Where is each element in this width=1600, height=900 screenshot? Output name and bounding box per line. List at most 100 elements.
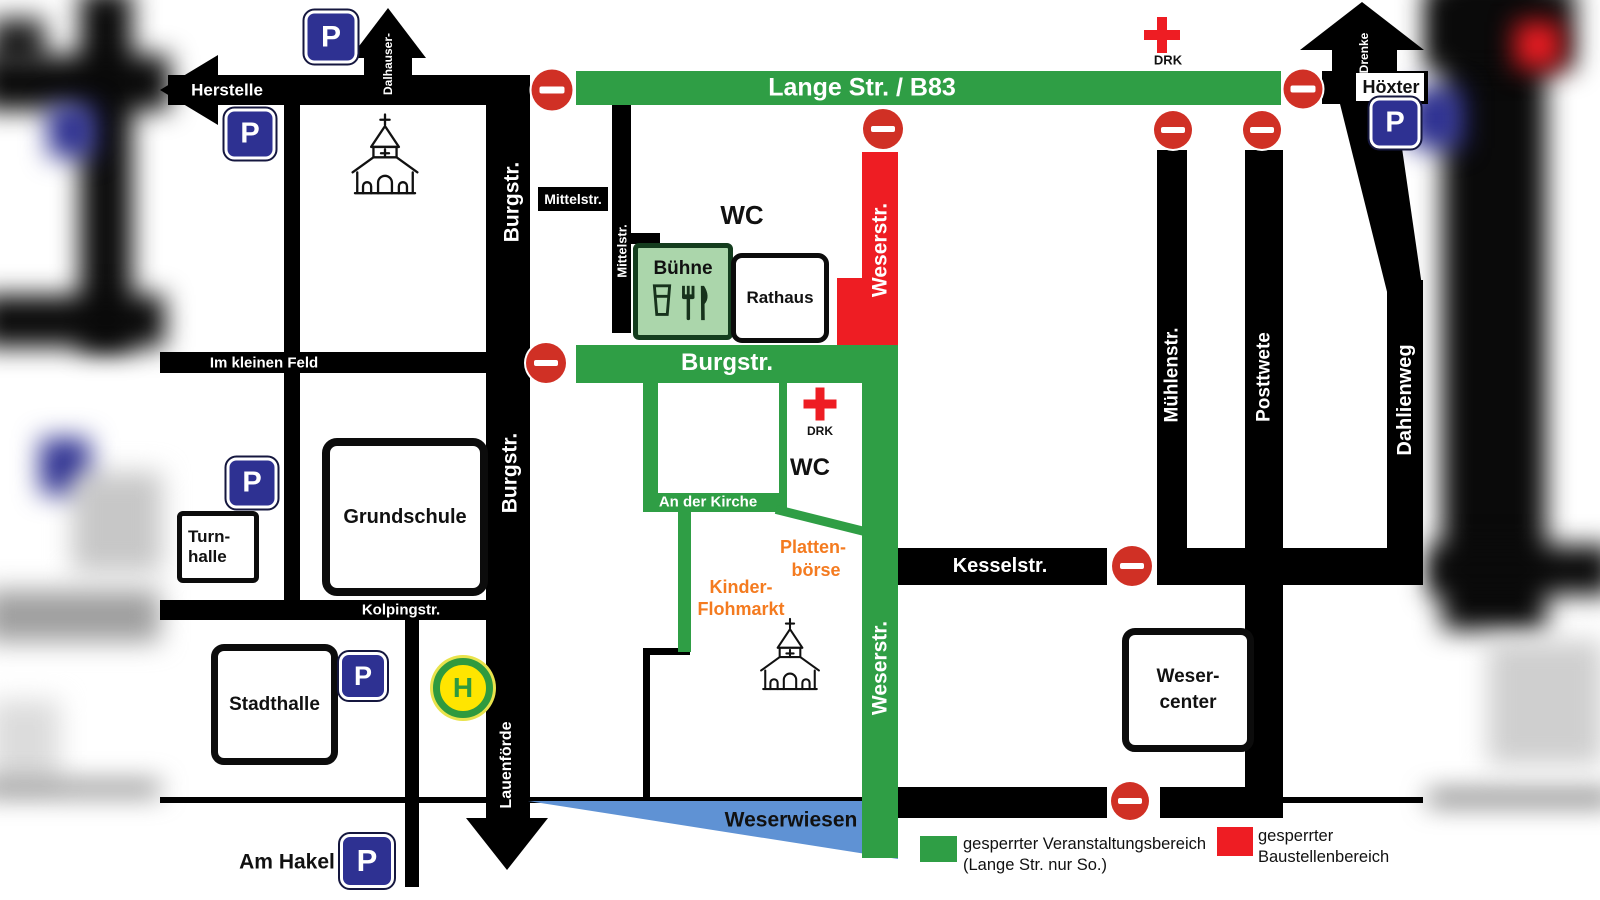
parking-letter: P — [1385, 106, 1405, 139]
an-der-kirche-label: An der Kirche — [658, 493, 758, 511]
road-burgstr — [486, 75, 530, 825]
path-outline-h — [644, 648, 690, 655]
dalhauser-arrow-icon — [350, 8, 426, 58]
lange-str-label: Lange Str. / B83 — [768, 73, 956, 102]
no-entry-icon — [1243, 111, 1281, 149]
road-bottom-line — [160, 797, 898, 803]
rathaus-box: Rathaus — [731, 253, 829, 343]
am-hakel-label: Am Hakel — [239, 850, 335, 874]
road-bottom-east1 — [898, 787, 1107, 818]
dahlienweg-label: Dahlienweg — [1394, 344, 1416, 456]
parking-icon: P — [338, 832, 396, 890]
road-side-street-south — [405, 620, 419, 887]
parking-icon: P — [1367, 95, 1423, 151]
closed-lange-str — [576, 71, 1281, 105]
no-entry-icon — [1112, 546, 1152, 586]
drk-cross-icon — [1144, 17, 1180, 53]
parking-icon: P — [222, 106, 278, 162]
no-entry-icon — [1111, 782, 1149, 820]
parking-icon: P — [302, 8, 360, 66]
turnhalle-label-2: halle — [188, 547, 227, 566]
road-bottom-line-east — [1280, 797, 1423, 803]
drenke-arrow-icon — [1300, 2, 1424, 50]
no-entry-icon — [1154, 111, 1192, 149]
no-entry-icon — [526, 343, 566, 383]
closed-an-der-kirche — [643, 493, 787, 512]
herstelle-arrow-icon — [160, 55, 218, 125]
hoexter-label: Höxter — [1362, 77, 1420, 97]
parking-letter: P — [356, 843, 378, 878]
no-entry-icon — [531, 69, 573, 111]
wesercenter-label-2: center — [1159, 692, 1217, 713]
parking-icon: P — [224, 455, 280, 511]
lauenfoerde-arrow-icon — [466, 818, 548, 870]
mittelstr-label-box — [538, 187, 608, 211]
kolpingstr-label: Kolpingstr. — [361, 601, 441, 619]
food-drink-icon — [652, 283, 708, 320]
blur-line — [1428, 792, 1600, 804]
blur-road — [0, 55, 170, 110]
construction-notch — [837, 278, 867, 345]
drenke-label: Drenke — [1357, 32, 1371, 74]
turnhalle-label-1: Turn- — [188, 527, 231, 546]
parking-letter: P — [240, 117, 260, 150]
drk-south-label: DRK — [807, 424, 833, 438]
wc-south-label: WC — [790, 454, 830, 481]
legend-construction-line1: gesperrter — [1258, 827, 1334, 845]
posttwete-label: Posttwete — [1253, 332, 1275, 422]
turnhalle-box: Turn- halle — [177, 511, 259, 583]
drk-north-label: DRK — [1153, 52, 1183, 68]
parking-letter: P — [242, 466, 262, 499]
buehne-box: Bühne — [633, 243, 733, 340]
closed-kirche-strip-south — [678, 512, 691, 652]
lauenfoerde-label: Lauenförde — [498, 721, 515, 809]
blur-parking — [48, 105, 96, 157]
mittelstr-vertical-label: Mittelstr. — [614, 224, 630, 278]
blur-cross — [1515, 22, 1561, 68]
mittelstr-label: Mittelstr. — [544, 191, 602, 207]
legend-event-line2: (Lange Str. nur So.) — [963, 856, 1107, 874]
kesselstr-label: Kesselstr. — [952, 555, 1048, 577]
blur-building — [72, 472, 162, 572]
no-entry-icon — [1283, 69, 1323, 109]
kinderflohmarkt-label-1: Kinder- — [709, 577, 773, 597]
rathaus-label: Rathaus — [746, 288, 814, 307]
herstelle-label: Herstelle — [191, 80, 263, 100]
blur-road — [1428, 545, 1600, 595]
burgstr-bar-label: Burgstr. — [680, 349, 774, 376]
wesercenter-label-1: Weser- — [1156, 666, 1220, 687]
weserstr-green-label: Weserstr. — [868, 620, 892, 716]
road-herstelle — [168, 75, 530, 105]
closed-kirche-strip-left — [643, 383, 658, 495]
parking-letter: P — [353, 660, 372, 691]
road-kesselstr — [898, 548, 1107, 585]
weserstr-red-label: Weserstr. — [868, 202, 892, 298]
road-mittelstr — [612, 105, 631, 333]
parking-letter: P — [320, 20, 341, 53]
stadthalle-label: Stadthalle — [229, 693, 320, 715]
buehne-label: Bühne — [653, 257, 713, 279]
stadthalle-box: Stadthalle — [211, 644, 338, 765]
no-entry-icon — [863, 109, 903, 149]
path-outline-v — [643, 648, 650, 800]
construction-weserstr — [862, 152, 898, 345]
blur-building — [0, 590, 160, 642]
blur-road — [0, 295, 165, 347]
church-icon — [351, 113, 419, 195]
plattenboerse-label-1: Platten- — [779, 537, 847, 557]
church-icon — [760, 617, 820, 691]
legend-event-swatch — [920, 836, 957, 862]
muehlenstr-label: Mühlenstr. — [1161, 327, 1183, 423]
road-mittelstr-stub — [630, 233, 660, 244]
road-dahlienweg — [1387, 280, 1423, 585]
wc-north-label: WC — [720, 200, 764, 230]
burgstr-north-label: Burgstr. — [500, 161, 524, 243]
blur-building — [1488, 640, 1600, 765]
parking-icon: P — [337, 650, 389, 702]
grundschule-box: Grundschule — [322, 438, 488, 596]
dalhauser-label: Dalhauser- — [381, 32, 395, 96]
road-kolpingstr — [160, 600, 530, 620]
burgstr-south-label: Burgstr. — [498, 432, 522, 514]
bus-stop-letter: H — [452, 672, 474, 703]
